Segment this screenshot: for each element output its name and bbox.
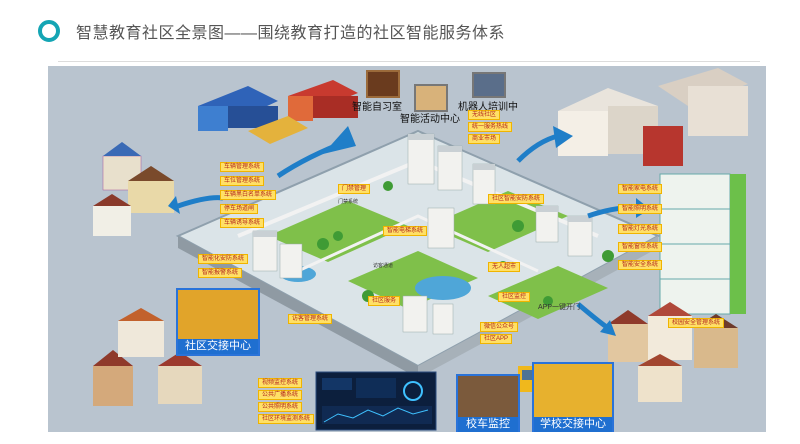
isometric-scene [93, 68, 748, 431]
tag-center-6: 访客管理系统 [288, 314, 333, 324]
tag-center-9: 社区APP [480, 334, 513, 344]
tag-left-4: 车辆诱导系统 [220, 218, 265, 228]
divider [58, 61, 760, 62]
visitor-label: 访客通道 [373, 263, 394, 269]
tag-left-1: 车位管理系统 [220, 176, 265, 186]
label-study-room: 智能自习室 [352, 102, 402, 113]
tag-center-2: 商业市场 [468, 134, 501, 144]
page-title: 智慧教育社区全景图——围绕教育打造的社区智能服务体系 [76, 25, 506, 42]
tag-bottom-left-1: 公共广播系统 [258, 390, 303, 400]
community-handover-caption: 社区交接中心 [178, 339, 258, 354]
tag-center-0: 无线社区 [468, 110, 501, 120]
tag-left-0: 车辆管理系统 [220, 162, 265, 172]
school-handover-caption: 学校交接中心 [534, 417, 612, 432]
tag-left-3: 停车场道闸 [220, 204, 259, 214]
tag-center-5: 智能电梯系统 [383, 226, 428, 236]
community-handover-photo: 社区交接中心 [176, 288, 260, 356]
study-room-photo [366, 70, 400, 98]
tag-school-0: 校园安全管理系统 [668, 318, 725, 328]
tag-bottom-left-3: 社区环境监测系统 [258, 414, 315, 424]
tag-left2-1: 智能报警系统 [198, 268, 243, 278]
tag-right-0: 智能家电系统 [618, 184, 663, 194]
tag-left2-0: 智能化安防系统 [198, 254, 249, 264]
parking-label: 门禁系统 [338, 199, 359, 205]
activity-center-photo [414, 84, 448, 112]
tag-right-1: 智能照明系统 [618, 204, 663, 214]
tag-center-8: 微信公众号 [480, 322, 519, 332]
bus-monitor-photo: 校车监控 [456, 374, 520, 432]
app-open-label: APP一键开门 [538, 304, 581, 311]
tag-right-4: 智能安全系统 [618, 260, 663, 270]
tag-center-1: 统一服务热线 [468, 122, 513, 132]
tag-right-2: 智能灯光系统 [618, 224, 663, 234]
label-robot-training: 机器人培训中 [458, 102, 518, 113]
school-handover-photo: 学校交接中心 [532, 362, 614, 432]
tag-center-11: 社区监控 [498, 292, 531, 302]
ring-bullet-icon [38, 20, 60, 42]
panorama-illustration: 智能自习室 智能活动中心 机器人培训中 车辆管理系统 车位管理系统 车辆黑白名单… [48, 66, 766, 432]
tag-bottom-left-2: 公共照明系统 [258, 402, 303, 412]
tag-center-7: 社区服务 [368, 296, 401, 306]
header: 智慧教育社区全景图——围绕教育打造的社区智能服务体系 [38, 14, 505, 48]
tag-center-10: 无人超市 [488, 262, 521, 272]
tag-bottom-left-0: 视频监控系统 [258, 378, 303, 388]
tag-left-2: 车辆黑白名单系统 [220, 190, 277, 200]
tag-right-3: 智能窗帘系统 [618, 242, 663, 252]
label-activity-center: 智能活动中心 [400, 114, 460, 125]
bus-monitor-caption: 校车监控 [458, 417, 518, 432]
tag-center-4: 社区智能安防系统 [488, 194, 545, 204]
tag-center-3: 门禁管理 [338, 184, 371, 194]
robot-training-photo [472, 72, 506, 98]
